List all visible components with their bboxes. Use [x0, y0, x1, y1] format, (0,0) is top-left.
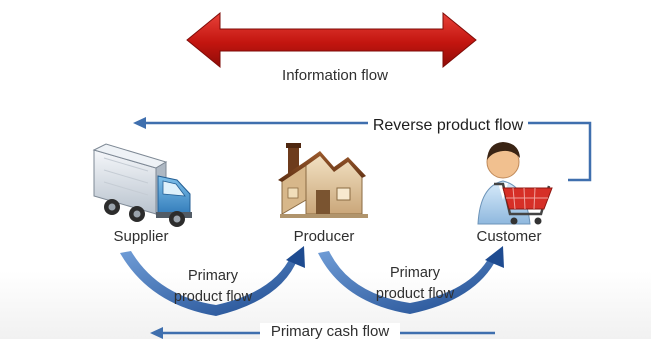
producer-to-customer-curved-arrow — [318, 246, 504, 314]
reverse-product-flow-arrow — [133, 117, 592, 182]
supplier-to-producer-curved-arrow — [120, 246, 305, 316]
primary-product-flow-label-1: Primary product flow — [173, 268, 253, 305]
primary-product-flow-label-2: Primary product flow — [375, 265, 455, 302]
primary-cash-flow-label: Primary cash flow — [260, 323, 400, 339]
producer-label: Producer — [293, 228, 355, 245]
shopper-with-cart-icon — [477, 142, 553, 225]
information-flow-arrow — [186, 11, 477, 69]
customer-label: Customer — [476, 228, 542, 245]
delivery-truck-icon — [92, 143, 192, 227]
reverse-product-flow-label: Reverse product flow — [368, 117, 528, 135]
factory-icon — [278, 143, 368, 218]
information-flow-label: Information flow — [282, 67, 388, 84]
supplier-label: Supplier — [113, 228, 169, 245]
